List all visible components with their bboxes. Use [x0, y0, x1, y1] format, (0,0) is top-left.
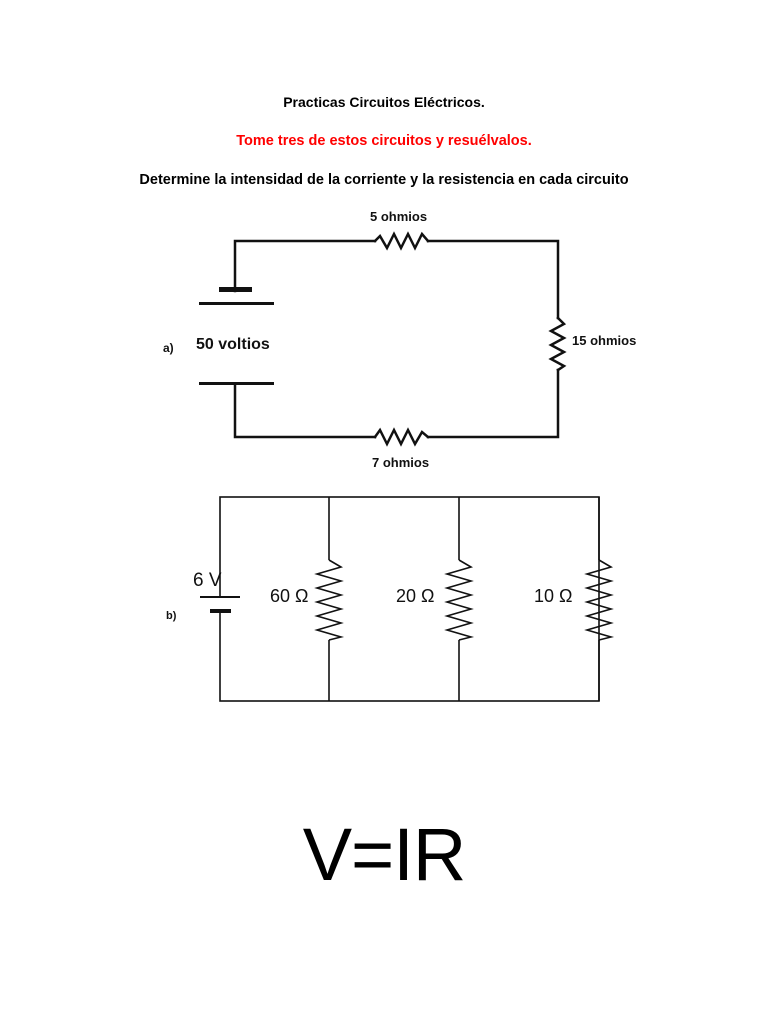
circuit-a-battery-plate-long — [199, 302, 274, 305]
circuit-a-wire-bottom-left — [233, 382, 377, 439]
circuit-a-battery-plate-short — [219, 287, 252, 292]
circuit-a-source-label: 50 voltios — [196, 336, 270, 353]
circuit-b-battery-plate-long — [200, 596, 240, 598]
circuit-a-resistor-top-label: 5 ohmios — [370, 209, 427, 224]
ohms-law-formula: V=IR — [302, 813, 467, 896]
circuit-a-wire-right-bottom — [426, 368, 560, 439]
circuit-b-resistor-2 — [444, 559, 475, 641]
circuit-b-battery-plate-short — [210, 609, 231, 613]
circuit-b-source-label: 6 V — [193, 570, 222, 591]
circuit-a-resistor-bottom — [373, 427, 430, 447]
circuit-b-resistor-2-label: 20 Ω — [396, 586, 434, 606]
instruction-text: Tome tres de estos circuitos y resuélval… — [236, 133, 532, 149]
circuit-b-resistor-1 — [314, 559, 345, 641]
circuit-b-label: b) — [166, 610, 177, 622]
circuit-a-resistor-right-label: 15 ohmios — [572, 333, 636, 348]
circuit-a-battery-plate-bottom — [199, 382, 274, 385]
circuit-b-resistor-3 — [584, 559, 615, 641]
circuit-a-wire-top — [233, 239, 377, 293]
task-text: Determine la intensidad de la corriente … — [139, 172, 629, 188]
circuit-a-wire-top-right — [426, 239, 560, 320]
circuit-a-label: a) — [163, 341, 174, 355]
circuit-a-resistor-top — [373, 231, 430, 251]
circuit-a-resistor-right — [548, 316, 567, 372]
page-title: Practicas Circuitos Eléctricos. — [283, 94, 485, 110]
circuit-b-resistor-3-label: 10 Ω — [534, 586, 572, 606]
circuit-b-resistor-1-label: 60 Ω — [270, 586, 308, 606]
circuit-a-resistor-bottom-label: 7 ohmios — [372, 455, 429, 470]
